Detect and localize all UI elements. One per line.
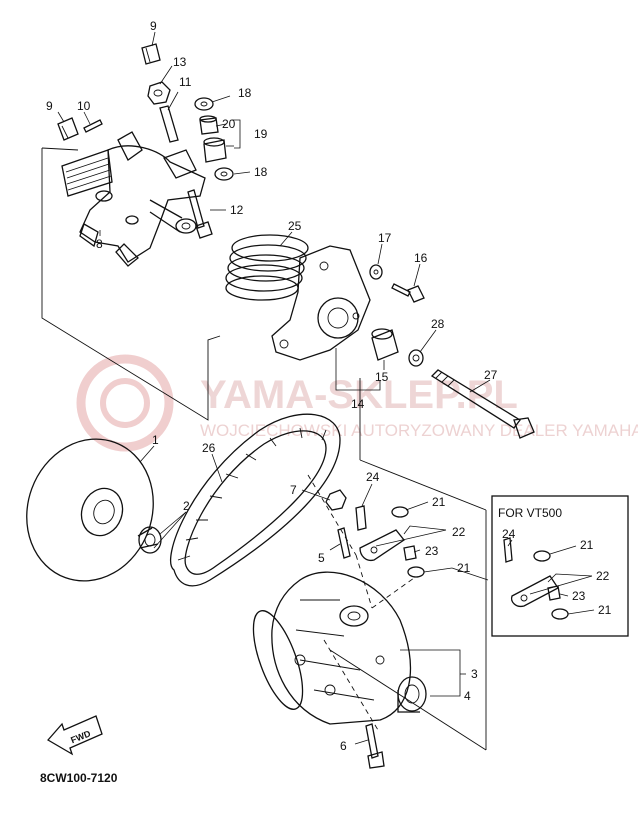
inset-callout-22: 22 xyxy=(596,569,610,583)
inset-callout-21-lower: 21 xyxy=(598,603,612,617)
diagram-code: 8CW100-7120 xyxy=(40,771,118,785)
part-3-pulley xyxy=(252,571,412,725)
callout-14: 14 xyxy=(351,397,365,411)
part-2-bushing xyxy=(137,526,162,554)
part-13-nut xyxy=(147,81,171,105)
watermark-main-text: YAMA-SKLEP.PL xyxy=(200,373,518,417)
callout-1: 1 xyxy=(152,433,159,447)
inset-title: FOR VT500 xyxy=(498,506,562,520)
part-27-long-bolt xyxy=(430,369,535,439)
part-9-slider-left xyxy=(57,117,79,141)
part-6-bolt xyxy=(365,723,385,769)
callout-16: 16 xyxy=(414,251,428,265)
callout-9-upper: 9 xyxy=(150,19,157,33)
callout-15: 15 xyxy=(375,370,389,384)
callout-2: 2 xyxy=(183,499,190,513)
callout-6: 6 xyxy=(340,739,347,753)
callout-21-lower: 21 xyxy=(457,561,471,575)
part-16-bolt xyxy=(391,283,425,303)
part-10-pin xyxy=(83,119,103,133)
part-25-spring xyxy=(225,234,309,301)
part-18-washer-upper xyxy=(194,97,214,111)
callout-8: 8 xyxy=(96,237,103,251)
callout-20: 20 xyxy=(222,117,236,131)
callout-22: 22 xyxy=(452,525,466,539)
part-26-belt xyxy=(170,413,341,587)
callout-23: 23 xyxy=(425,544,439,558)
callout-27: 27 xyxy=(484,368,498,382)
callout-13: 13 xyxy=(173,55,187,69)
watermark-sub-text: WOJCIECHOWSKI AUTORYZOWANY DEALER YAMAHA xyxy=(200,421,638,440)
callout-18-lower: 18 xyxy=(254,165,268,179)
inset-vt500: FOR VT500 xyxy=(491,495,629,637)
callout-9-left: 9 xyxy=(46,99,53,113)
callout-25: 25 xyxy=(288,219,302,233)
part-4-bushing xyxy=(397,676,427,713)
callout-5: 5 xyxy=(318,551,325,565)
part-17-washer xyxy=(369,264,383,280)
part-9-slider-upper xyxy=(141,43,161,65)
inset-callout-24: 24 xyxy=(502,527,516,541)
part-7-nut xyxy=(325,489,347,511)
part-5-pin xyxy=(337,527,351,559)
part-20-collar xyxy=(199,115,219,135)
inset-callout-21-upper: 21 xyxy=(580,538,594,552)
part-28-washer xyxy=(408,349,424,367)
part-14-cover-plate xyxy=(271,245,371,361)
part-12-bolt xyxy=(187,189,213,239)
callout-28: 28 xyxy=(431,317,445,331)
watermark: YAMA-SKLEP.PL WOJCIECHOWSKI AUTORYZOWANY… xyxy=(76,354,638,452)
fwd-arrow: FWD xyxy=(46,715,103,756)
part-23-collar xyxy=(403,545,417,561)
part-21-washer-b xyxy=(407,566,425,578)
callout-18-upper: 18 xyxy=(238,86,252,100)
callout-21-upper: 21 xyxy=(432,495,446,509)
part-1-sheave xyxy=(26,438,154,582)
part-19-collar xyxy=(203,137,227,163)
leader-lines xyxy=(57,31,595,745)
part-11-pin xyxy=(159,105,179,143)
callout-4: 4 xyxy=(464,689,471,703)
callout-labels: 9 13 11 9 10 18 20 19 18 12 8 25 17 16 2… xyxy=(46,19,612,753)
inset-callout-23: 23 xyxy=(572,589,586,603)
part-24-pin xyxy=(355,505,367,531)
callout-17: 17 xyxy=(378,231,392,245)
part-8-spider xyxy=(61,131,206,267)
callout-24: 24 xyxy=(366,470,380,484)
part-22-weight xyxy=(359,529,405,562)
callout-11: 11 xyxy=(179,75,192,89)
assembly-frame-lines xyxy=(41,147,487,751)
callout-7: 7 xyxy=(290,483,297,497)
callout-19: 19 xyxy=(254,127,268,141)
part-21-washer-a xyxy=(391,506,409,518)
part-15-bushing xyxy=(371,328,399,361)
part-18-washer-lower xyxy=(214,167,234,181)
callout-26: 26 xyxy=(202,441,216,455)
callout-3: 3 xyxy=(471,667,478,681)
callout-10: 10 xyxy=(77,99,91,113)
callout-12: 12 xyxy=(230,203,244,217)
